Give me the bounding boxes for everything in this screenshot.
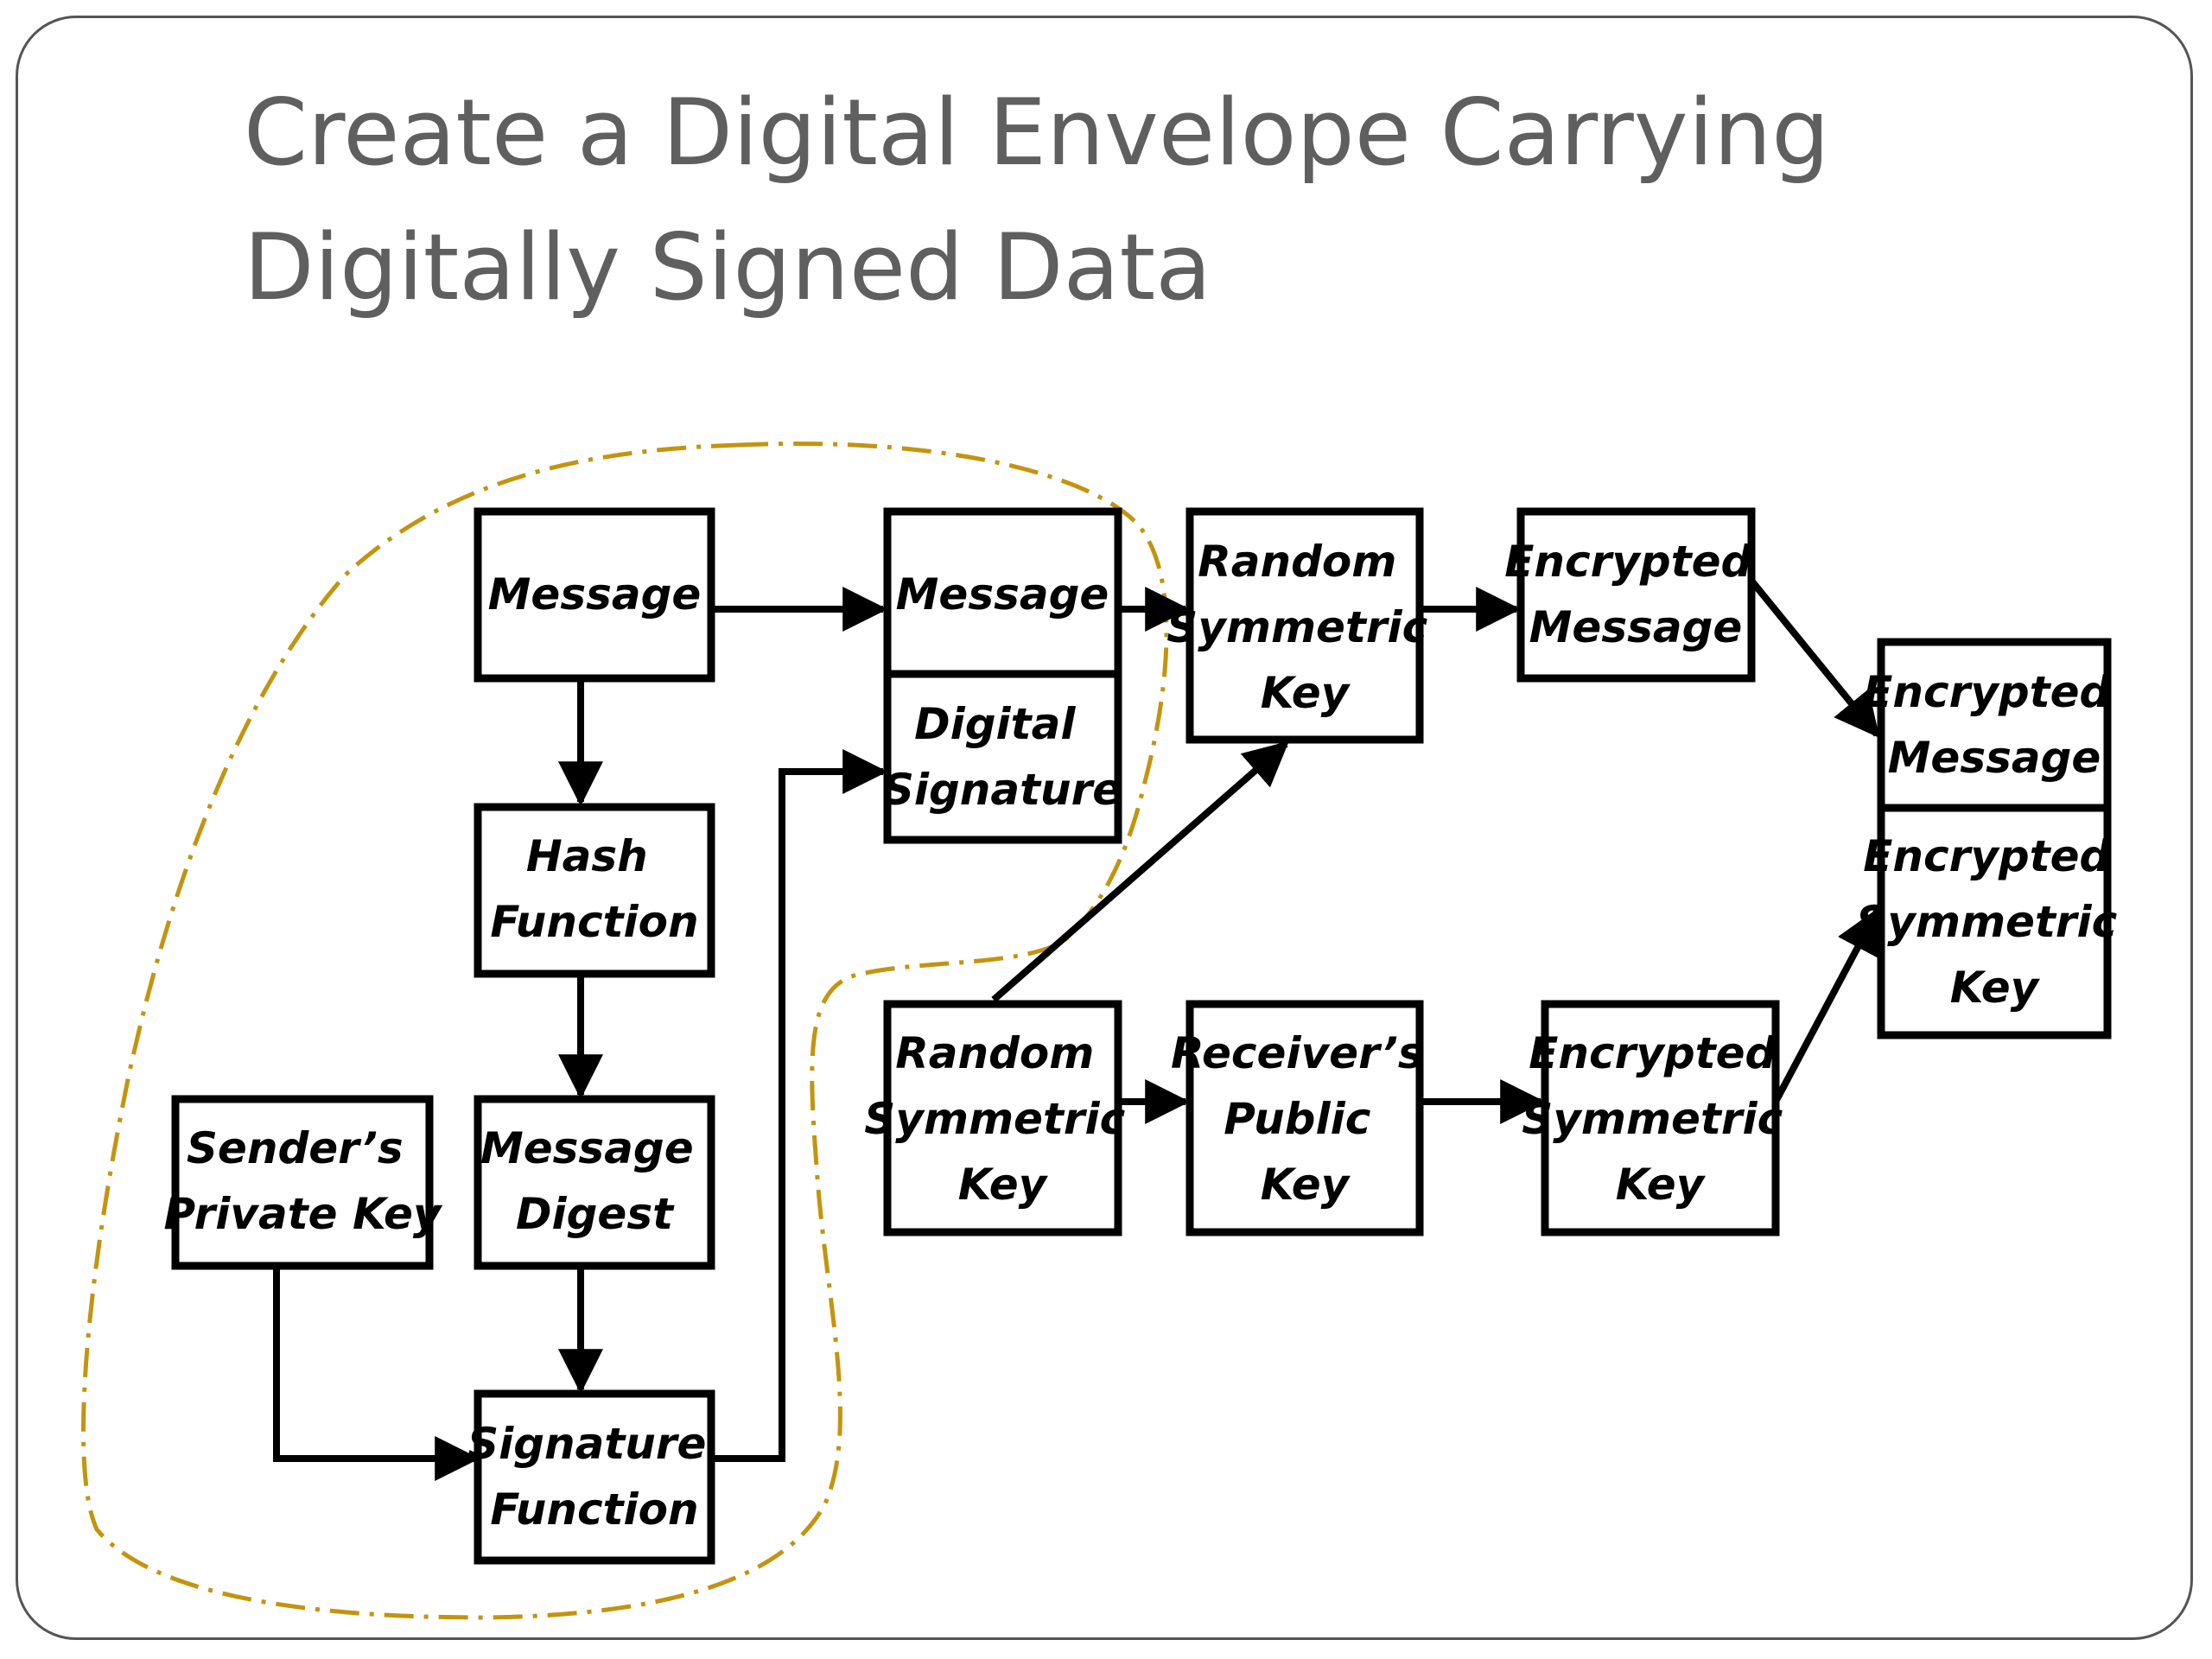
edge-signature-function-to-digital-signature: [711, 749, 888, 1462]
envelope-encrypted-symmetric-key-label: Encrypted Symmetric Key: [1856, 831, 2132, 1013]
edge-encrypted-message-to-envelope: [1748, 578, 1880, 739]
random-symmetric-key-box-label: Random Symmetric Key: [864, 1028, 1140, 1210]
slide-title-line-2: Digitally Signed Data: [244, 214, 1212, 321]
message-digest-box-label: Message Digest: [480, 1123, 709, 1239]
receivers-public-key-box-label: Receiver’s Public Key: [1171, 1028, 1439, 1210]
digital-signature-label: Digital Signature: [883, 699, 1122, 815]
message-digest-box: Message Digest: [474, 1095, 715, 1270]
random-symmetric-key-encrypt-label: Random Symmetric Key: [1166, 537, 1442, 718]
signed-message-label: Message: [896, 569, 1109, 620]
edge-encrypted-key-to-envelope: [1772, 907, 1880, 1103]
receivers-public-key-box: Receiver’s Public Key: [1171, 1000, 1439, 1236]
signature-function-box-label: Signature Function: [467, 1419, 721, 1535]
slide-title: Create a Digital Envelope Carrying Digit…: [244, 66, 1972, 335]
random-symmetric-key-box: Random Symmetric Key: [864, 1000, 1140, 1236]
hash-function-box: Hash Function: [474, 803, 715, 978]
random-symmetric-key-encrypt-box: Random Symmetric Key: [1166, 507, 1442, 744]
edge-private-key-to-signature-function: [273, 1266, 480, 1481]
digital-envelope-box: Encrypted Message Encrypted Symmetric Ke…: [1856, 638, 2132, 1039]
signed-data-box: Message Digital Signature: [883, 507, 1122, 844]
message-box: Message: [474, 507, 715, 683]
message-box-label: Message: [488, 569, 702, 620]
encrypted-symmetric-key-box: Encrypted Symmetric Key: [1522, 1000, 1797, 1236]
senders-private-key-box: Sender’s Private Key: [164, 1095, 443, 1270]
edge-random-key-to-symmetric-encryption: [991, 741, 1289, 1003]
envelope-encrypted-message-label: Encrypted Message: [1863, 667, 2125, 783]
hash-function-box-label: Hash Function: [490, 831, 698, 947]
slide-title-line-1: Create a Digital Envelope Carrying: [244, 79, 1830, 186]
signature-function-box: Signature Function: [467, 1389, 721, 1565]
senders-private-key-box-label: Sender’s Private Key: [164, 1123, 443, 1239]
encrypted-symmetric-key-box-label: Encrypted Symmetric Key: [1522, 1028, 1797, 1210]
encrypted-message-box: Encrypted Message: [1504, 507, 1766, 683]
connectors: [273, 578, 1880, 1481]
signing-process-boundary: [81, 442, 1169, 1620]
encrypted-message-box-label: Encrypted Message: [1504, 537, 1766, 652]
